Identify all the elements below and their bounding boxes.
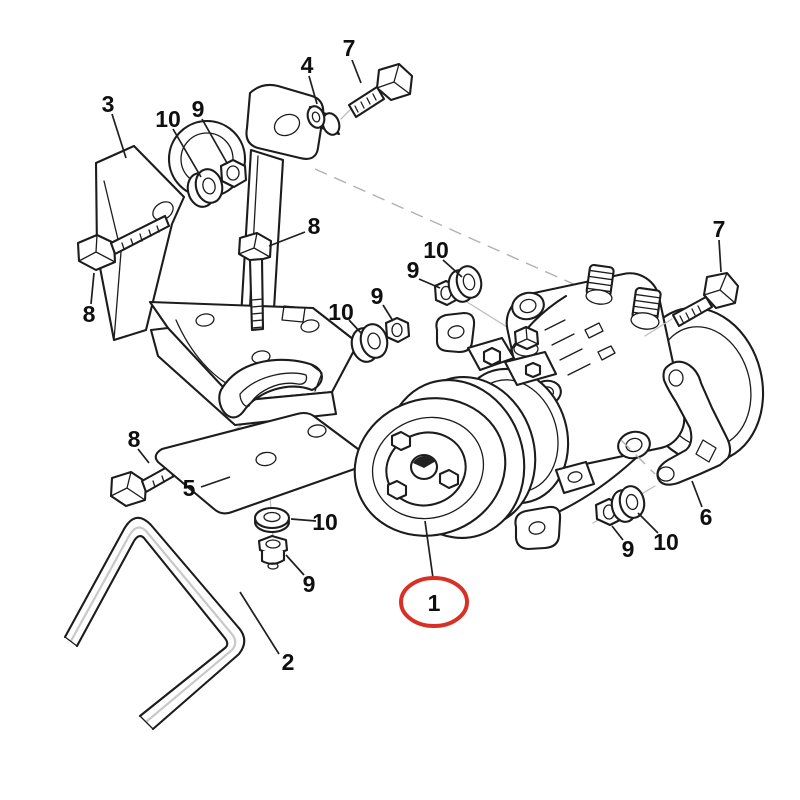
callout-label-10-13: 10	[312, 509, 338, 535]
highlight-ring	[399, 576, 469, 628]
callout-label-9-14: 9	[303, 571, 316, 597]
leader-line-10	[348, 319, 363, 335]
leader-lines	[90, 59, 722, 655]
leader-line-7	[351, 59, 362, 84]
callout-label-10-9: 10	[328, 299, 354, 325]
leader-line-6	[691, 480, 703, 508]
callout-label-10-20: 10	[653, 529, 679, 555]
callout-label-9-8: 9	[407, 257, 420, 283]
part-9-nut-boss	[219, 158, 248, 189]
callout-label-8-6: 8	[83, 301, 96, 327]
leader-line-9	[611, 525, 624, 541]
part-10-washer-bottom-right	[610, 485, 646, 523]
part-10-washer-lower-middle	[350, 323, 389, 363]
leader-line-1	[424, 520, 434, 579]
callout-label-1-16: 1	[428, 590, 441, 616]
leader-line-8	[268, 231, 306, 247]
leader-line-9	[201, 118, 228, 164]
part-10-washer-boss	[186, 168, 224, 208]
part-8-bolt-left	[76, 214, 171, 272]
leader-line-10	[172, 128, 202, 178]
callout-label-5-12: 5	[183, 475, 196, 501]
leader-line-8	[90, 272, 95, 305]
leader-line-8	[137, 448, 150, 464]
callout-label-9-2: 9	[192, 96, 205, 122]
part-9-nut-under-plate	[257, 534, 289, 570]
leader-line-5	[200, 476, 231, 488]
leader-line-10	[637, 512, 659, 534]
callout-label-3-0: 3	[102, 91, 115, 117]
callout-label-4-3: 4	[301, 52, 314, 78]
leader-line-2	[239, 591, 280, 655]
callout-label-2-15: 2	[282, 649, 295, 675]
leader-line-10	[290, 518, 317, 522]
part-9-nut-lower-middle	[384, 316, 411, 344]
part-2-drive-belt	[63, 516, 246, 731]
leader-line-4	[308, 75, 318, 105]
callout-label-6-18: 6	[700, 504, 713, 530]
part-4-spacer	[306, 105, 341, 136]
callout-label-7-17: 7	[713, 216, 726, 242]
part-10-washer-under-plate	[253, 506, 291, 534]
part-1-compressor	[353, 263, 765, 551]
part-7-bolt-top	[347, 62, 414, 119]
leader-line-10	[442, 259, 463, 278]
part-10-washer-upper-middle	[447, 265, 483, 303]
callout-label-8-11: 8	[128, 426, 141, 452]
callout-label-8-5: 8	[308, 213, 321, 239]
leader-line-3	[111, 113, 127, 159]
callout-label-9-19: 9	[622, 536, 635, 562]
callout-label-10-1: 10	[155, 106, 181, 132]
callout-label-10-7: 10	[423, 237, 449, 263]
callout-label-9-10: 9	[371, 283, 384, 309]
leader-line-9	[382, 304, 394, 322]
part-6-support-arm	[656, 360, 732, 486]
part-8-bolt-center	[237, 231, 273, 332]
part-7-bolt-right	[671, 271, 740, 328]
leader-line-7	[718, 239, 722, 273]
leader-line-9	[285, 554, 305, 576]
callout-label-7-4: 7	[343, 35, 356, 61]
part-3-mounting-bracket	[94, 83, 360, 427]
leader-line-9	[418, 278, 441, 289]
